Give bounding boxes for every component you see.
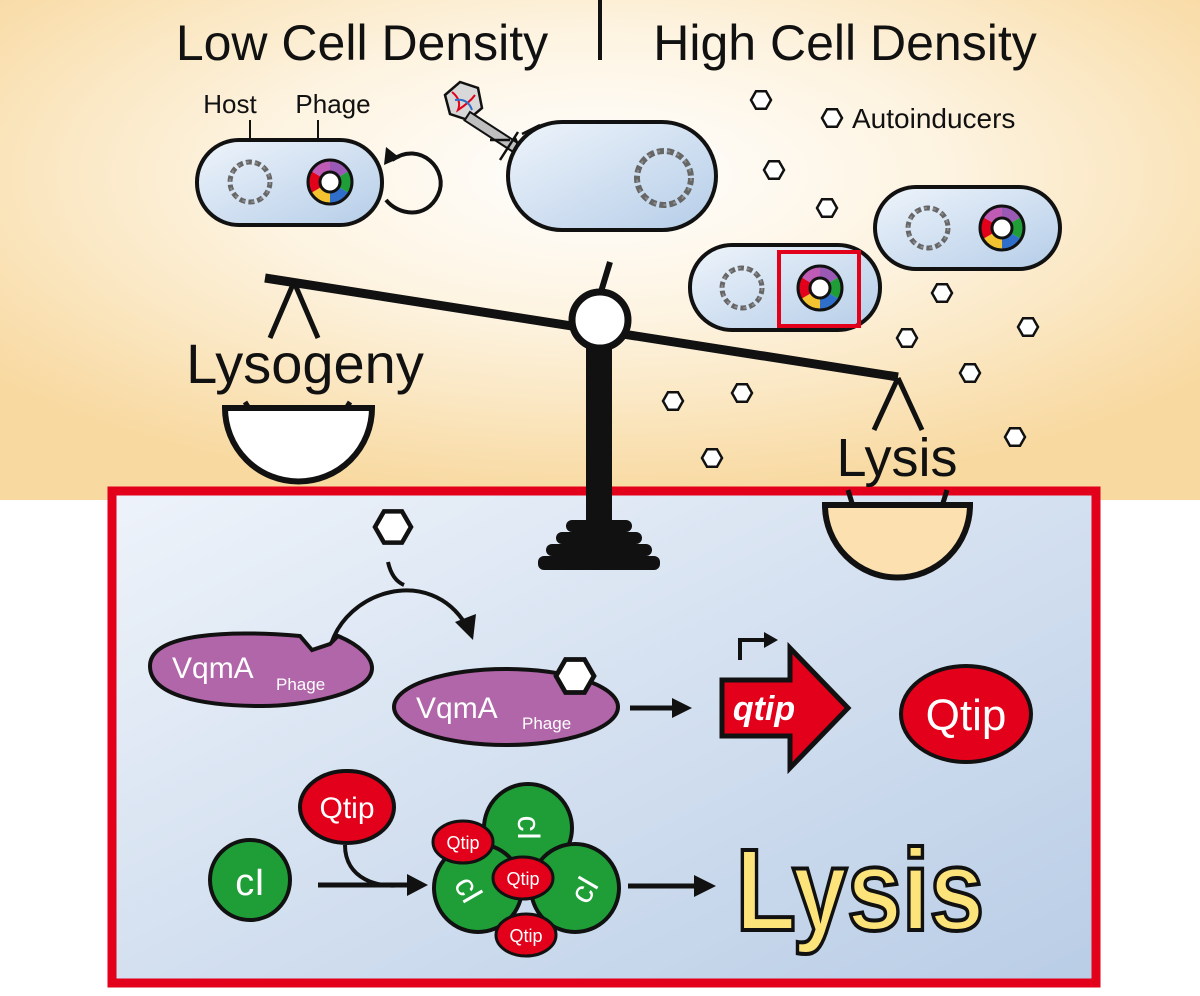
- autoinducer-legend-icon: [820, 108, 844, 128]
- ci-qtip-complex: cI cI cI Qtip Qtip Qtip: [431, 782, 621, 958]
- complex-qtip-label-2: Qtip: [506, 869, 539, 889]
- replication-cycle-arrow: [384, 151, 443, 215]
- autoinducers-label: Autoinducers: [852, 103, 1015, 134]
- vqma-apo: VqmA Phage: [147, 631, 375, 709]
- host-label: Host: [203, 89, 257, 119]
- balance-scale: [221, 261, 974, 581]
- high-density-title: High Cell Density: [653, 15, 1036, 71]
- qtip-free: Qtip: [298, 769, 396, 845]
- high-density-cell-2: [688, 243, 882, 332]
- phage-label: Phage: [295, 89, 370, 119]
- high-density-cell-1: [873, 185, 1062, 271]
- zoom-highlight-box: [777, 250, 861, 328]
- low-density-title: Low Cell Density: [176, 15, 548, 71]
- ci-repressor: cI: [208, 838, 292, 922]
- complex-qtip-label-1: Qtip: [446, 833, 479, 853]
- lysis-outcome-label: Lysis: [736, 825, 984, 954]
- qtip-gene-label: qtip: [733, 690, 795, 728]
- qtip-free-label: Qtip: [319, 792, 374, 825]
- lysogeny-pan: [221, 405, 376, 485]
- lysogen-cell: [195, 138, 384, 227]
- qtip-protein: Qtip: [899, 664, 1033, 764]
- replication-arrowhead: [384, 147, 400, 165]
- vqma-apo-label: VqmA: [172, 652, 254, 685]
- lysis-pan-label: Lysis: [836, 428, 957, 488]
- lysis-pan: [821, 502, 974, 581]
- lysogeny-label: Lysogeny: [186, 332, 424, 395]
- vqma-bound-subscript: Phage: [522, 714, 571, 733]
- qtip-gene: qtip: [719, 632, 852, 775]
- autoinducer-icon: [375, 511, 411, 542]
- vqma-bound-label: VqmA: [416, 692, 498, 725]
- promoter-icon: [738, 638, 768, 660]
- complex-qtip-label-3: Qtip: [509, 926, 542, 946]
- infected-cell: [506, 120, 718, 232]
- phage-genome-icon: [796, 264, 844, 312]
- binding-arrow: [328, 588, 468, 649]
- complex-ci-label-1: cI: [511, 816, 547, 841]
- ci-label: cI: [235, 862, 265, 904]
- vqma-apo-subscript: Phage: [276, 675, 325, 694]
- qtip-protein-label: Qtip: [926, 691, 1007, 740]
- vqma-bound: VqmA Phage: [392, 659, 620, 747]
- prophage-genome-icon: [306, 158, 354, 206]
- phage-genome-icon: [978, 204, 1026, 252]
